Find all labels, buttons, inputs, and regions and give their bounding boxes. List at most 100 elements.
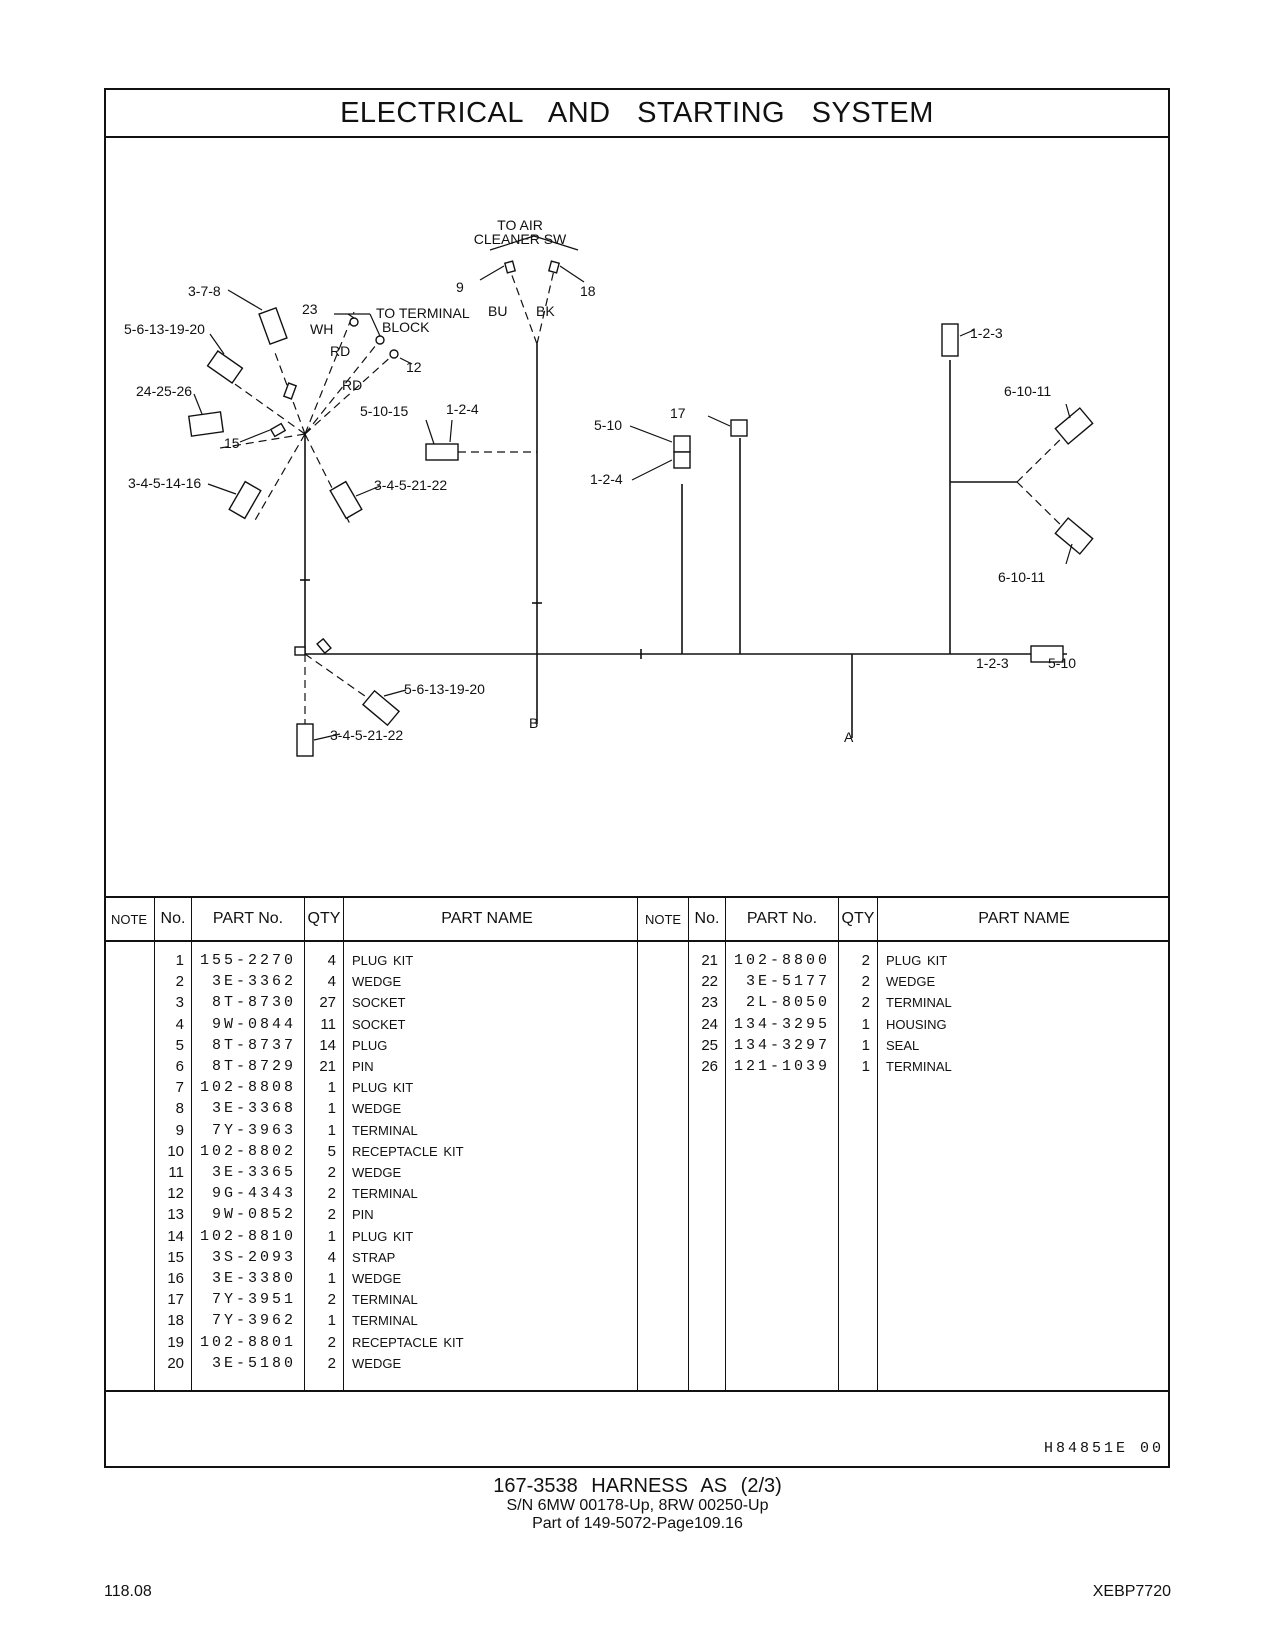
- quantity: 2: [861, 973, 870, 991]
- item-number: 6: [175, 1058, 184, 1075]
- part-number: 3E-3380: [211, 1270, 296, 1287]
- part-name: TERMINAL: [352, 1313, 418, 1329]
- item-number: 1: [175, 952, 184, 969]
- part-name: TERMINAL: [352, 1292, 418, 1308]
- header-qty-left: QTY: [307, 910, 341, 927]
- label-b: B: [529, 715, 538, 731]
- item-number: 23: [701, 994, 718, 1012]
- label-a: A: [844, 729, 854, 745]
- quantity: 2: [327, 1164, 336, 1181]
- part-name: PLUG: [352, 1037, 388, 1053]
- part-name: TERMINAL: [352, 1186, 418, 1202]
- item-number: 11: [168, 1164, 184, 1181]
- quantity: 2: [327, 1206, 336, 1224]
- header-note-left: NOTE: [110, 911, 148, 927]
- quantity: 1: [327, 1312, 336, 1330]
- label-wh: WH: [310, 321, 333, 337]
- part-number: 3E-3368: [211, 1100, 296, 1118]
- part-name: TERMINAL: [352, 1122, 418, 1138]
- drawing-id: H84851E 00: [1043, 1440, 1164, 1457]
- part-name: WEDGE: [352, 1355, 402, 1371]
- part-name: SOCKET: [352, 995, 406, 1011]
- label-6-10-11-a: 6-10-11: [1004, 383, 1051, 399]
- label-5-10-a: 5-10: [594, 417, 622, 433]
- quantity: 4: [327, 952, 336, 969]
- caption-part-of: Part of 149-5072-Page109.16: [532, 1515, 743, 1532]
- quantity: 1: [327, 1270, 336, 1287]
- quantity: 2: [327, 1333, 336, 1351]
- label-1-2-3-b: 1-2-3: [976, 655, 1009, 671]
- part-number: 2L-8050: [745, 994, 830, 1012]
- part-name: HOUSING: [886, 1016, 947, 1032]
- part-name: RECEPTACLE KIT: [352, 1143, 464, 1159]
- part-number: 8T-8730: [211, 994, 296, 1012]
- label-5-10-b: 5-10: [1048, 655, 1076, 671]
- part-number: 102-8800: [733, 952, 830, 969]
- label-rd-2: RD: [342, 377, 362, 393]
- part-number: 121-1039: [733, 1058, 830, 1075]
- quantity: 2: [327, 1185, 336, 1203]
- label-block: BLOCK: [382, 319, 430, 335]
- label-5-10-15: 5-10-15: [360, 403, 408, 419]
- part-number: 102-8808: [199, 1079, 296, 1097]
- part-name: WEDGE: [352, 1101, 402, 1117]
- quantity: 1: [327, 1121, 336, 1139]
- part-number: 134-3295: [733, 1015, 830, 1033]
- label-24-25-26: 24-25-26: [136, 383, 192, 399]
- quantity: 14: [319, 1036, 336, 1054]
- label-to-air: TO AIR: [497, 217, 543, 233]
- label-12: 12: [406, 359, 422, 375]
- part-name: SOCKET: [352, 1016, 406, 1032]
- item-number: 8: [175, 1100, 184, 1118]
- label-5-6-13-19-20: 5-6-13-19-20: [124, 321, 205, 337]
- label-15: 15: [224, 435, 240, 451]
- part-name: PIN: [352, 1207, 374, 1223]
- part-name: WEDGE: [352, 1271, 402, 1286]
- item-number: 3: [175, 994, 184, 1012]
- item-number: 22: [701, 973, 718, 991]
- header-qty-right: QTY: [841, 910, 875, 927]
- part-name: STRAP: [352, 1249, 396, 1265]
- label-1-2-3-a: 1-2-3: [970, 325, 1003, 341]
- quantity: 1: [327, 1100, 336, 1118]
- quantity: 27: [319, 994, 336, 1012]
- part-number: 7Y-3962: [211, 1312, 296, 1330]
- label-3-4-5-21-22-b: 3-4-5-21-22: [330, 727, 403, 743]
- quantity: 1: [861, 1058, 870, 1075]
- table-row: 3 8T-8730 27 SOCKET: [104, 992, 634, 1014]
- part-name: TERMINAL: [886, 995, 952, 1011]
- part-number: 3E-5180: [211, 1354, 296, 1372]
- part-number: 9W-0852: [211, 1206, 296, 1224]
- part-number: 9W-0844: [211, 1015, 296, 1033]
- page-title: ELECTRICAL AND STARTING SYSTEM: [340, 96, 934, 129]
- quantity: 1: [327, 1227, 336, 1245]
- item-number: 4: [175, 1015, 184, 1033]
- label-17: 17: [670, 405, 686, 421]
- label-23: 23: [302, 301, 318, 317]
- label-bu: BU: [488, 303, 507, 319]
- quantity: 21: [319, 1058, 336, 1075]
- part-number: 3E-5177: [745, 973, 830, 991]
- label-18: 18: [580, 283, 596, 299]
- part-number: 7Y-3963: [211, 1121, 296, 1139]
- part-name: TERMINAL: [886, 1059, 952, 1074]
- label-6-10-11-b: 6-10-11: [998, 569, 1045, 585]
- quantity: 1: [327, 1079, 336, 1097]
- quantity: 2: [861, 952, 870, 969]
- part-number: 155-2270: [199, 952, 296, 969]
- label-9: 9: [456, 279, 464, 295]
- quantity: 2: [327, 1354, 336, 1372]
- header-no-right: No.: [694, 910, 720, 927]
- label-rd-1: RD: [330, 343, 350, 359]
